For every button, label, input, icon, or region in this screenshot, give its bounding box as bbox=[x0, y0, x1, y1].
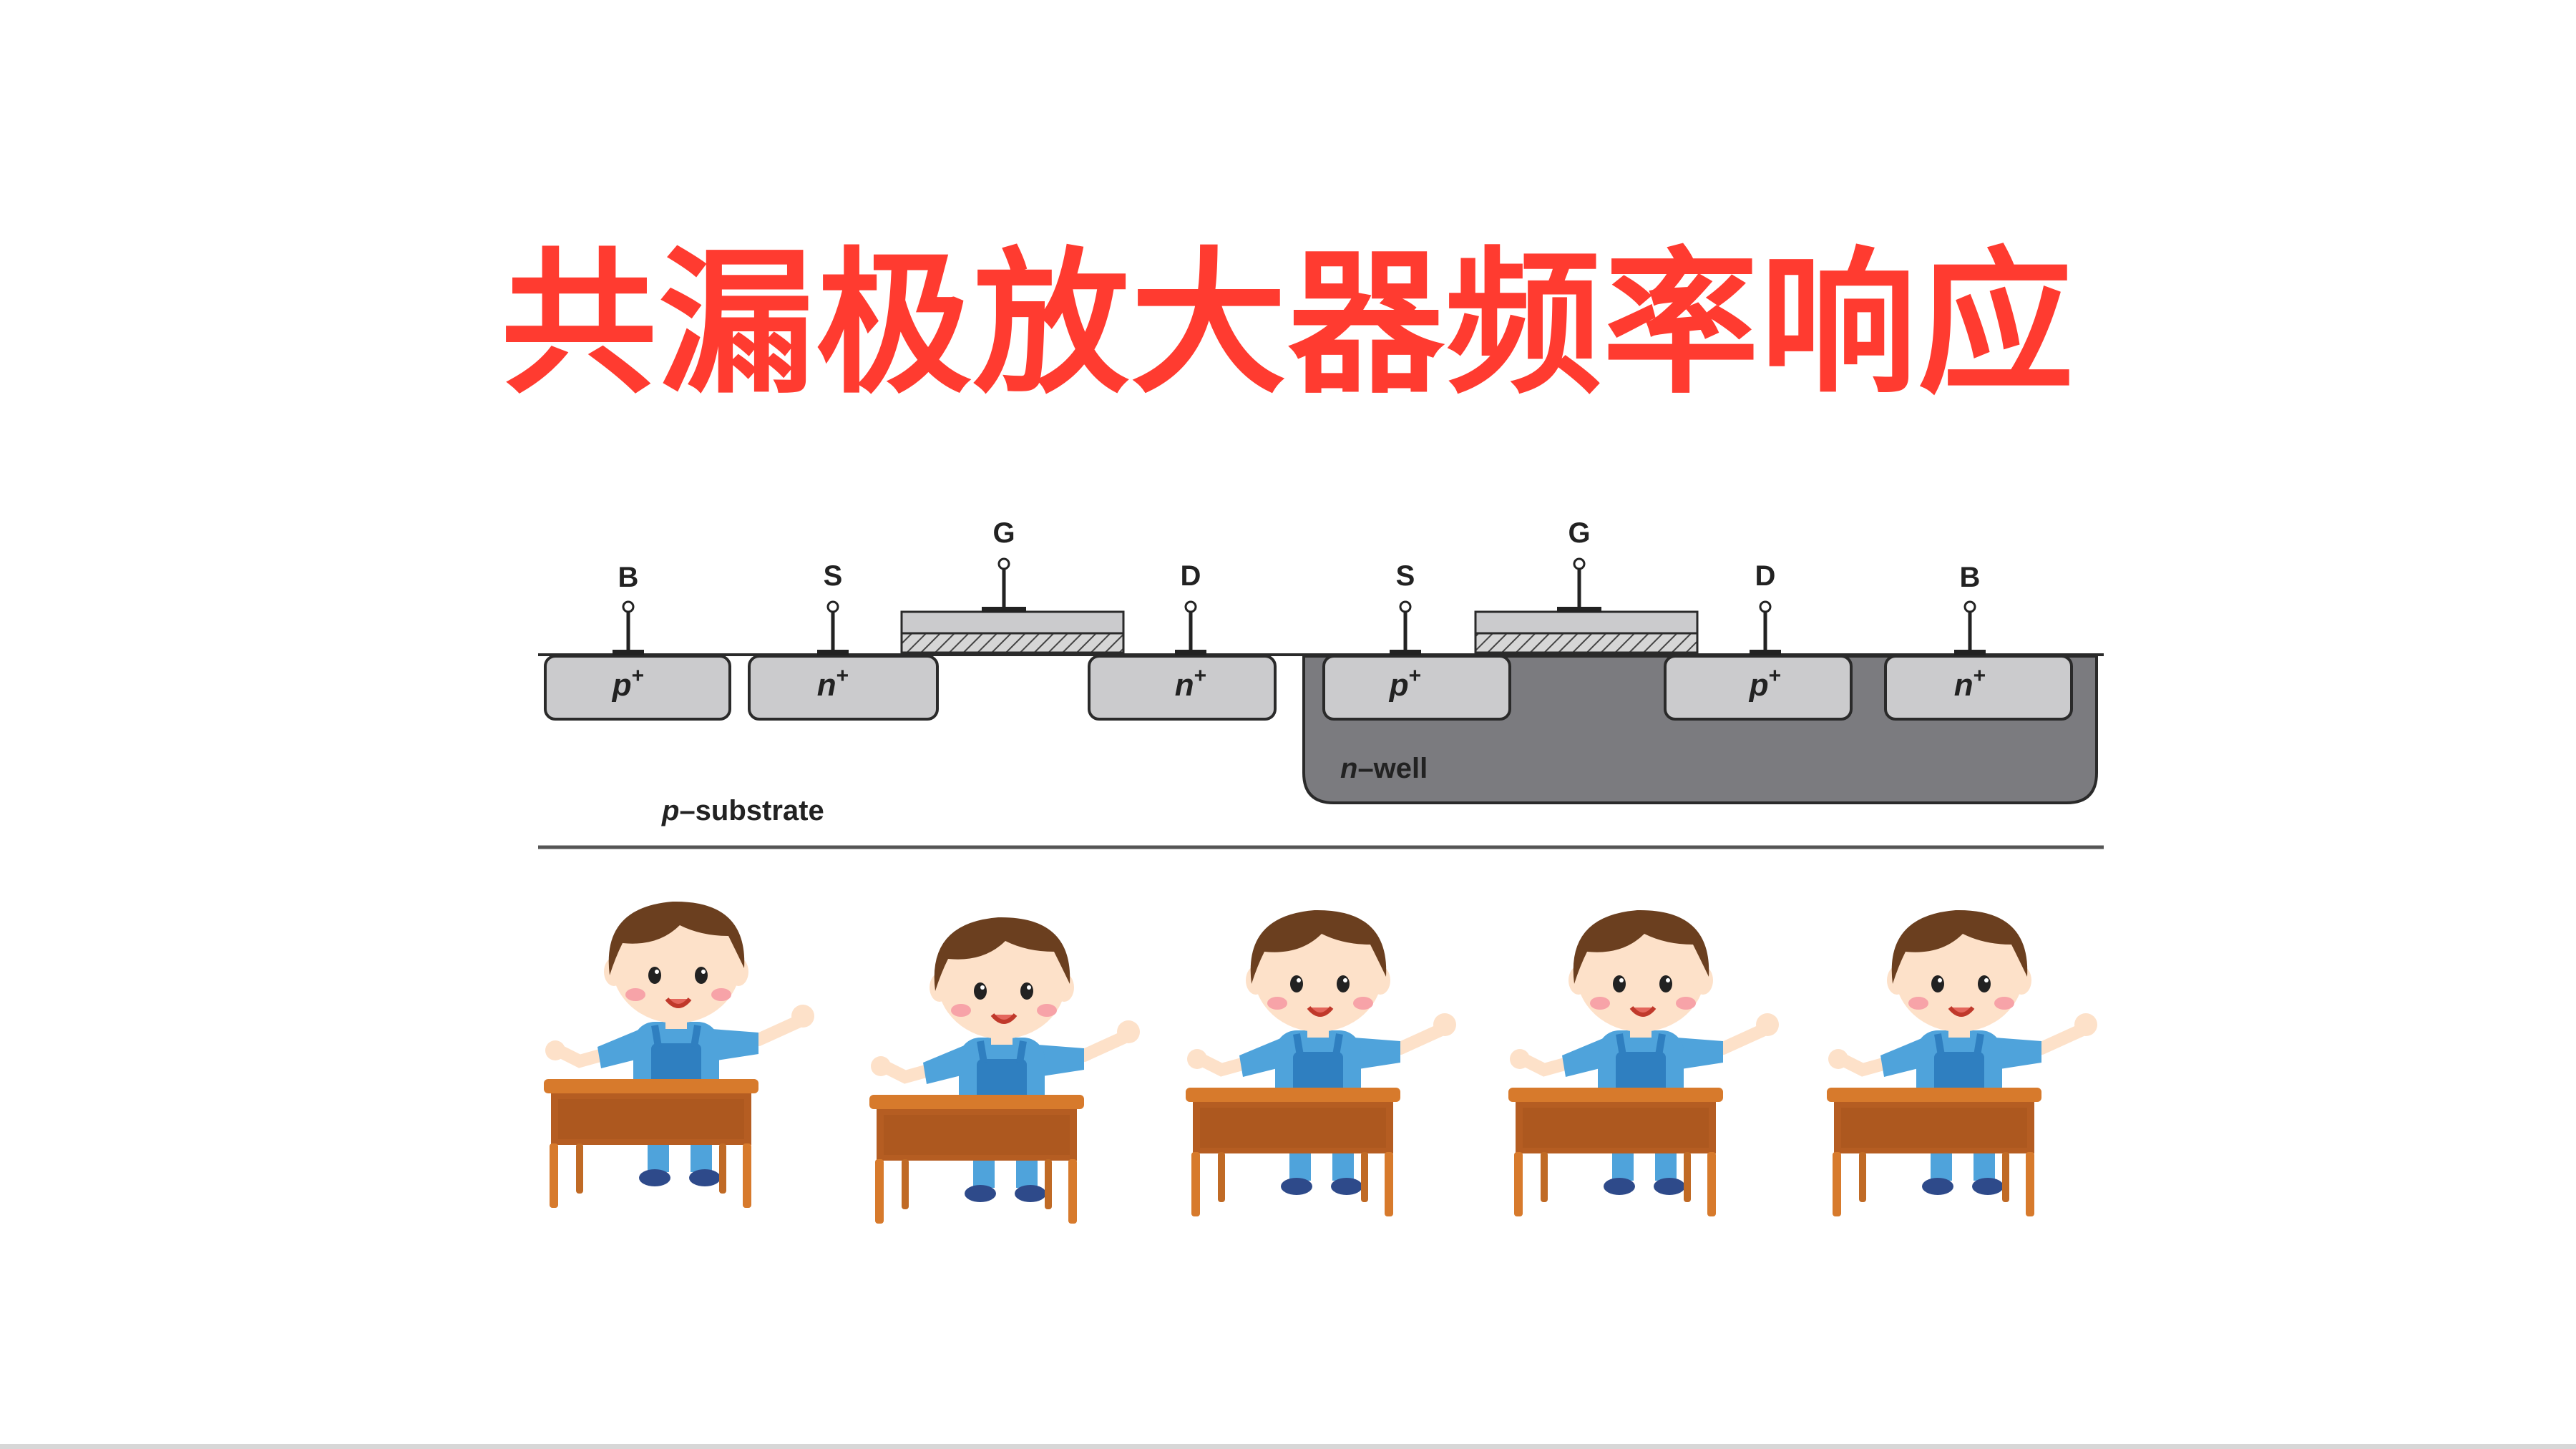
contact-b1 bbox=[613, 600, 644, 655]
student-at-desk-2 bbox=[869, 917, 1140, 1224]
terminal-label-g2: G bbox=[1568, 517, 1590, 549]
contact-s1 bbox=[817, 600, 849, 655]
region-label-2: n+ bbox=[817, 664, 849, 703]
contact-d2 bbox=[1750, 600, 1781, 655]
contact-b2 bbox=[1954, 600, 1986, 655]
terminal-label-d2: D bbox=[1755, 560, 1776, 592]
gate-oxide-1 bbox=[900, 632, 1125, 654]
page-title: 共漏极放大器频率响应 bbox=[501, 234, 2075, 415]
region-label-3: n+ bbox=[1175, 664, 1206, 703]
terminal-label-b1: B bbox=[618, 562, 639, 593]
gate-poly-1 bbox=[900, 610, 1125, 635]
student-at-desk-3 bbox=[1186, 910, 1456, 1216]
student-at-desk-1 bbox=[544, 902, 814, 1208]
contact-s2 bbox=[1390, 600, 1421, 655]
contact-d1 bbox=[1175, 600, 1206, 655]
terminal-label-d1: D bbox=[1181, 560, 1201, 592]
terminal-label-s2: S bbox=[1396, 560, 1415, 592]
region-label-6: n+ bbox=[1954, 664, 1986, 703]
p-substrate-label: p–substrate bbox=[661, 795, 824, 826]
bottom-strip bbox=[0, 1444, 2576, 1449]
region-label-5: p+ bbox=[1749, 664, 1781, 703]
terminal-label-s1: S bbox=[824, 560, 843, 592]
region-label-4: p+ bbox=[1389, 664, 1421, 703]
gate-poly-2 bbox=[1474, 610, 1699, 635]
terminal-label-b2: B bbox=[1960, 562, 1981, 593]
n-well-label: n–well bbox=[1340, 753, 1428, 784]
student-at-desk-5 bbox=[1827, 910, 2097, 1216]
contact-g1 bbox=[982, 557, 1026, 613]
student-at-desk-4 bbox=[1508, 910, 1779, 1216]
region-label-1: p+ bbox=[612, 664, 644, 703]
contact-g2 bbox=[1557, 557, 1601, 613]
terminal-label-g1: G bbox=[992, 517, 1015, 549]
